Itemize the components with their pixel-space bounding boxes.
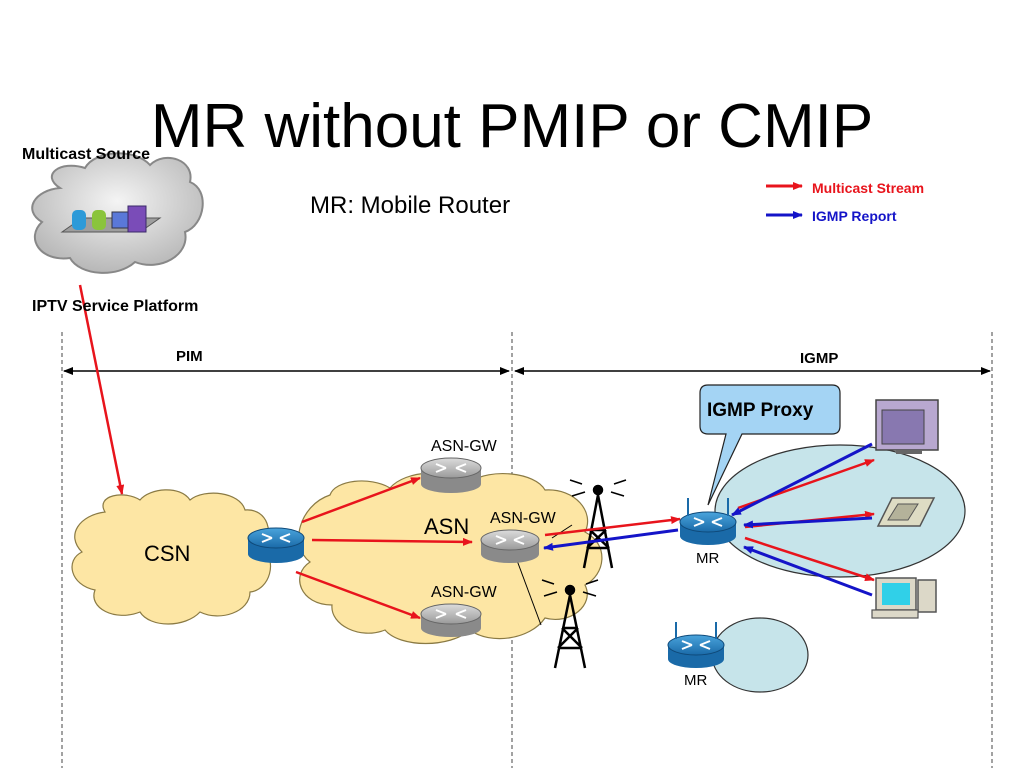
igmp-arrow-pc (743, 545, 873, 597)
csn-router-icon (247, 527, 305, 563)
mr-main-label: MR (696, 550, 720, 567)
legend-igmp-label: IGMP Report (812, 208, 897, 224)
asn-gw-bottom-router-icon (420, 603, 482, 637)
slide-subtitle: MR: Mobile Router (310, 192, 511, 219)
iptv-platform-label: IPTV Service Platform (32, 298, 199, 315)
multicast-source-label: Multicast Source (22, 146, 151, 163)
igmp-arrow-mr-asn-gw (543, 528, 679, 551)
igmp-proxy-label: IGMP Proxy (707, 400, 814, 421)
multicast-arrow-asn-gw-top (301, 476, 421, 524)
pim-zone-label: PIM (176, 348, 203, 365)
multicast-arrow-mr (544, 516, 681, 537)
legend-multicast-label: Multicast Stream (812, 180, 925, 196)
pc-icon (871, 577, 937, 619)
asn-gw-top-router-icon (420, 457, 482, 493)
client-area-ellipse (714, 444, 966, 578)
phone-icon (876, 497, 936, 527)
csn-cloud (71, 489, 272, 625)
multicast-arrow-source-csn (78, 284, 125, 495)
asn-gw-link (514, 554, 542, 626)
multicast-arrow-asn (311, 537, 473, 546)
csn-label: CSN (144, 541, 191, 566)
asn-gw-bottom-label: ASN-GW (431, 584, 497, 601)
mr-secondary-router-icon (667, 622, 725, 668)
igmp-arrow-phone (743, 516, 873, 529)
base-station-tower-1 (569, 479, 627, 569)
igmp-proxy-callout (699, 384, 841, 506)
asn-gw-top-label: ASN-GW (431, 438, 497, 455)
igmp-zone-label: IGMP (800, 350, 839, 367)
multicast-source-cloud (31, 152, 204, 274)
multicast-arrow-pc (744, 536, 875, 582)
secondary-area-ellipse (711, 617, 809, 693)
tv-icon (875, 399, 939, 454)
tower-link (551, 524, 573, 539)
multicast-arrows (78, 284, 875, 620)
igmp-report-arrows (543, 442, 873, 597)
asn-gw-mid-router-icon (480, 529, 540, 563)
asn-label: ASN (424, 514, 470, 539)
base-station-tower-2 (541, 579, 599, 669)
mr-secondary-label: MR (684, 672, 708, 689)
igmp-arrow-tv (731, 442, 873, 517)
multicast-arrow-asn-gw-bottom (295, 570, 421, 620)
slide-title: MR without PMIP or CMIP (150, 92, 874, 161)
mr-main-router-icon (679, 498, 737, 545)
asn-gw-mid-label: ASN-GW (490, 510, 556, 527)
